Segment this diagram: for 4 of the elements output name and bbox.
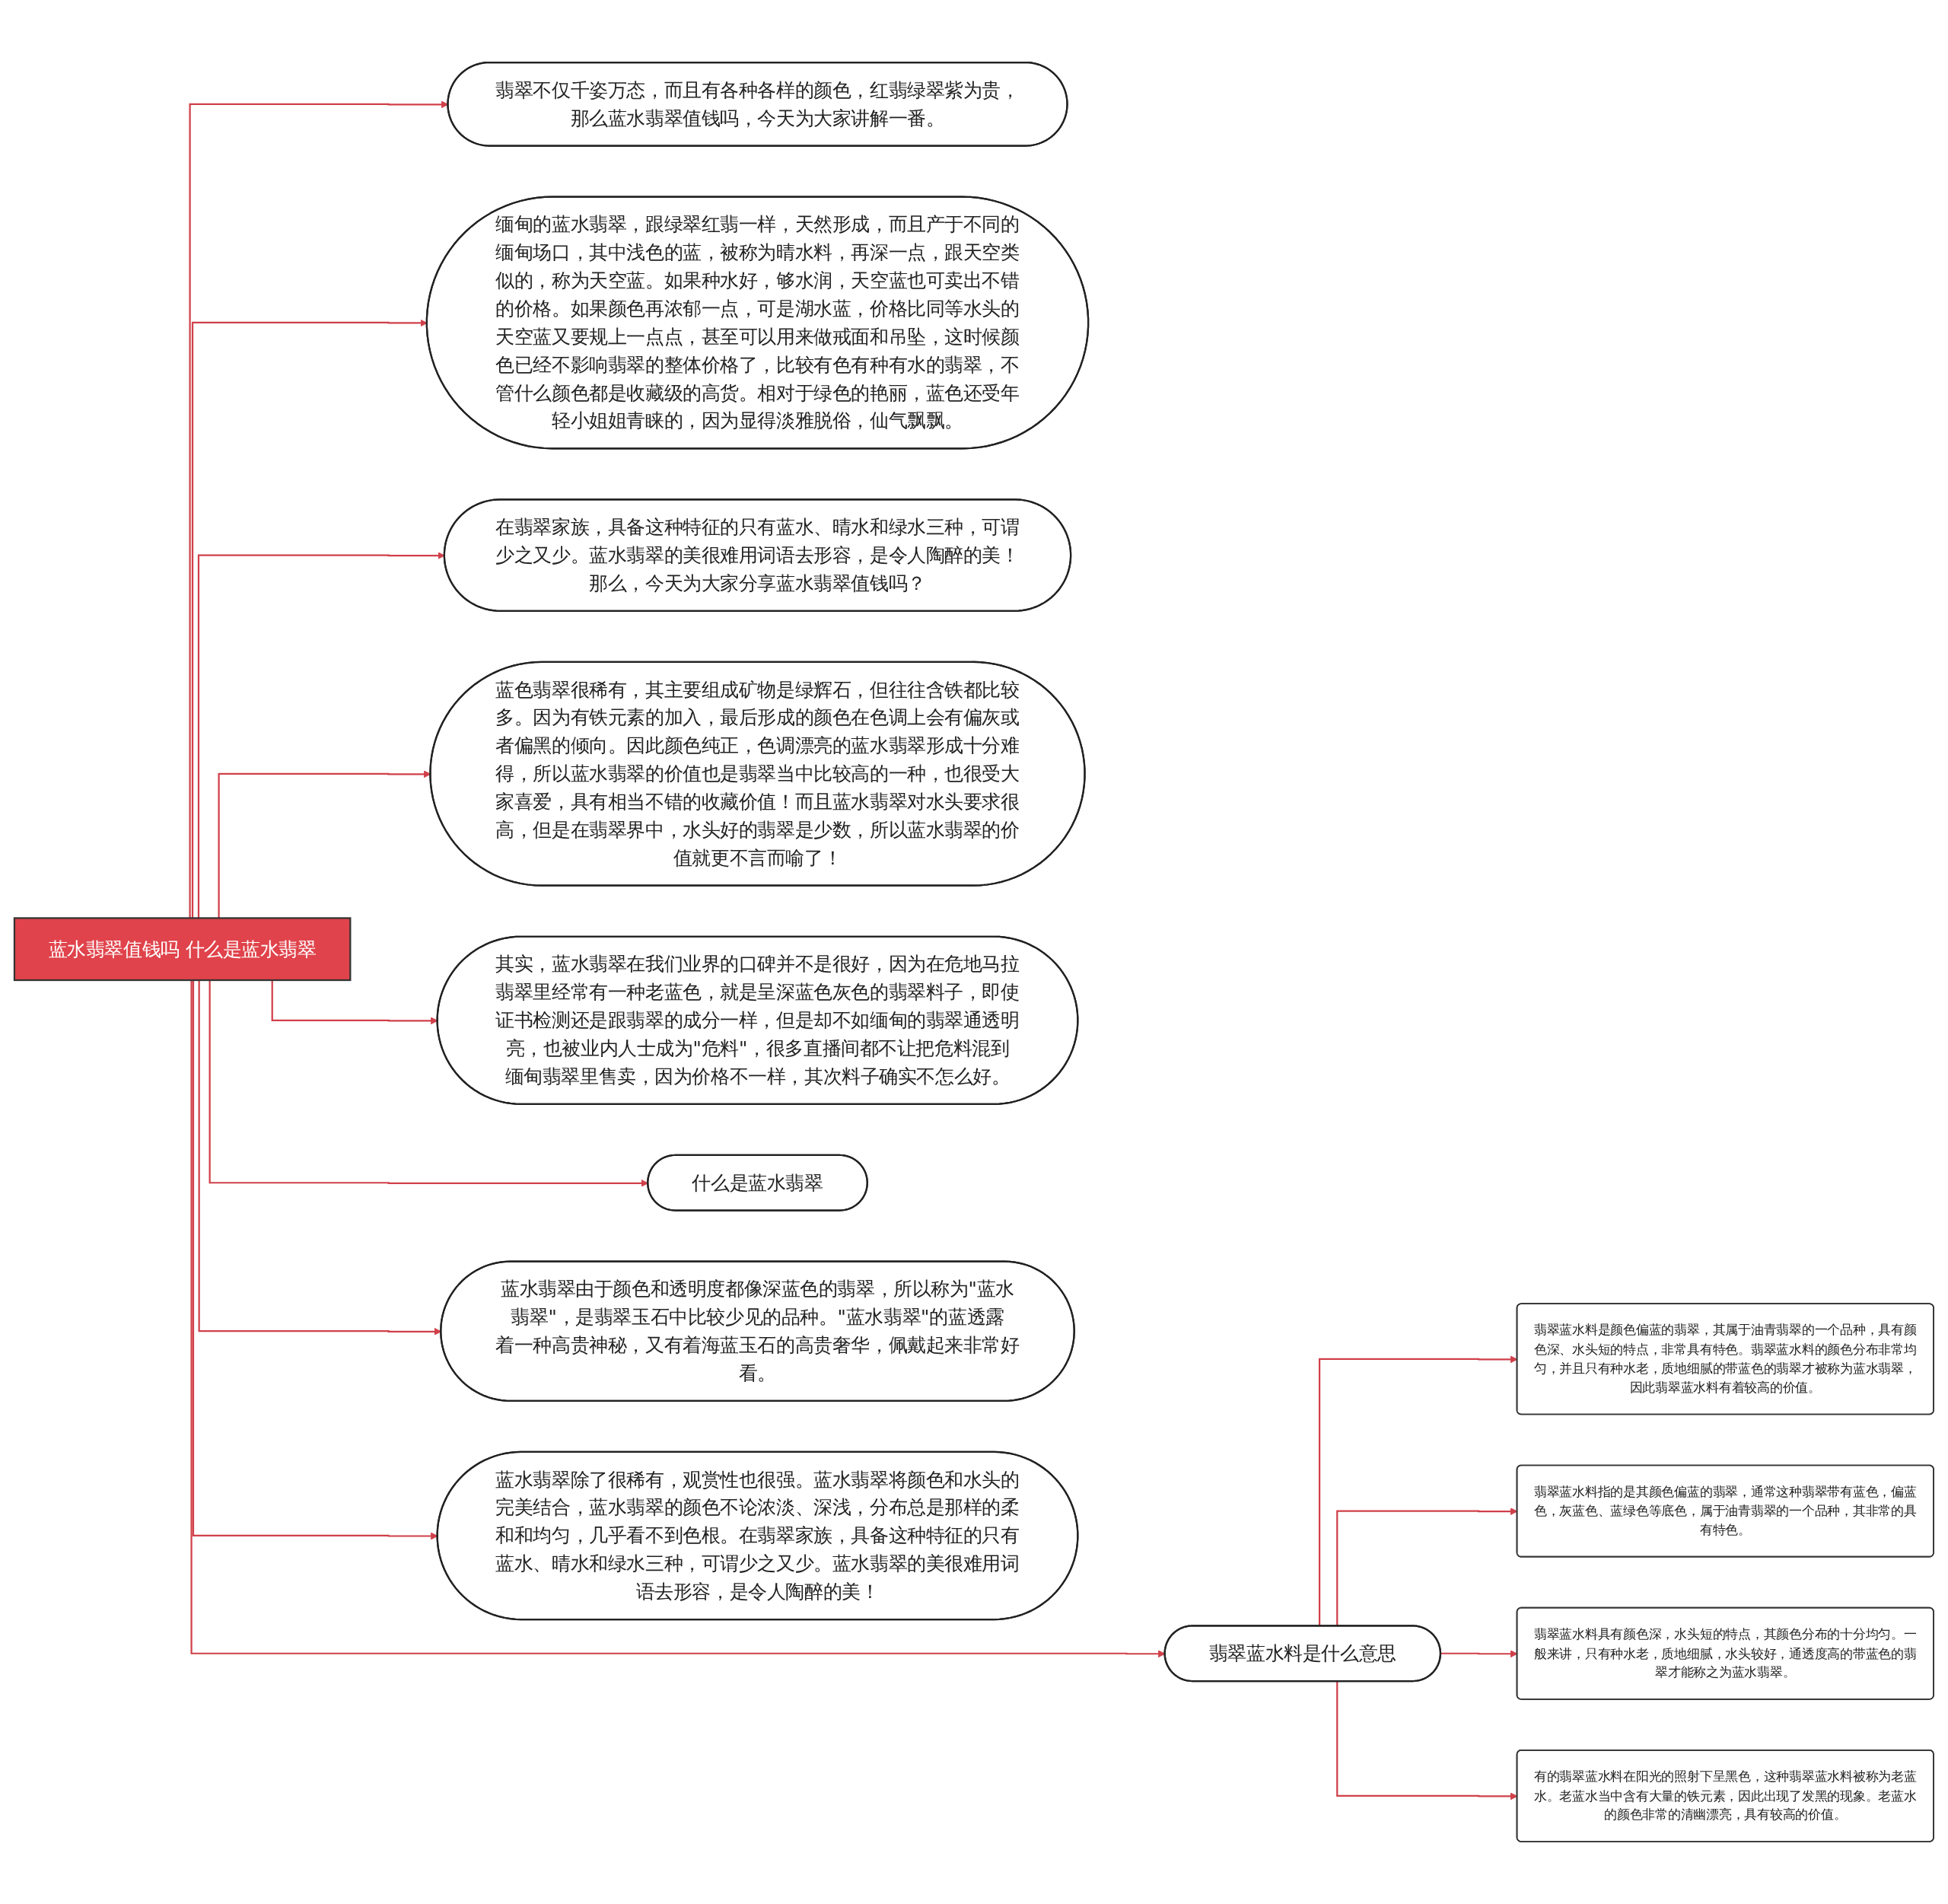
node-box: 蓝水翡翠值钱吗 什么是蓝水翡翠 — [13, 917, 352, 982]
arrow — [191, 319, 428, 919]
arrow — [271, 980, 438, 1025]
arrow — [192, 980, 438, 1540]
